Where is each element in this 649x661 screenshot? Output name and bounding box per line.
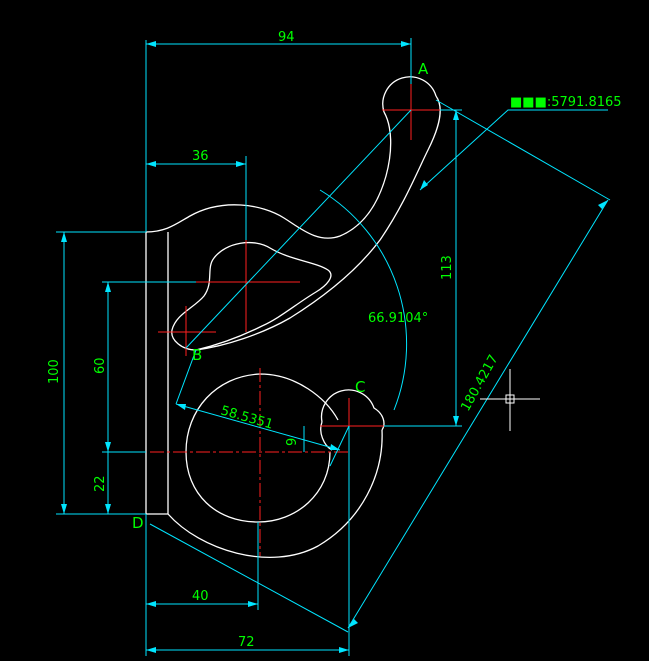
point-c-label: C bbox=[355, 378, 365, 396]
dim-bottom-40: 40 bbox=[192, 589, 209, 604]
dim-height-100: 100 bbox=[47, 359, 62, 384]
hook-inner-loop bbox=[171, 241, 332, 351]
dimension-lines bbox=[56, 38, 611, 656]
shank-lines bbox=[145, 232, 169, 514]
dim-height-22: 22 bbox=[93, 475, 108, 492]
crosshair-cursor-icon bbox=[480, 369, 540, 431]
dim-angle: 66.9104° bbox=[368, 311, 428, 326]
tip-eye-lower bbox=[320, 421, 333, 451]
dim-small-9: 9 bbox=[285, 438, 300, 446]
hook-inner-edge bbox=[145, 111, 392, 239]
dim-width-top: 94 bbox=[278, 30, 295, 45]
hook-lower-curve bbox=[167, 429, 383, 558]
dim-length-58: 58.5351 bbox=[219, 403, 275, 432]
dim-bottom-72: 72 bbox=[238, 635, 255, 650]
leader-label: ■■■:5791.8165 bbox=[510, 95, 622, 110]
point-a-label: A bbox=[418, 60, 429, 78]
eye-top-arc bbox=[382, 76, 437, 113]
dim-offset-36: 36 bbox=[192, 149, 209, 164]
line-ab bbox=[185, 109, 412, 349]
point-d-label: D bbox=[132, 514, 144, 532]
point-b-label: B bbox=[192, 346, 202, 364]
center-mark-upper bbox=[196, 240, 300, 332]
dim-diagonal: 180.4217 bbox=[458, 352, 501, 414]
tip-eye bbox=[320, 389, 385, 431]
dim-height-113: 113 bbox=[440, 255, 455, 280]
hook-lower-inner bbox=[185, 373, 339, 523]
dim-height-60: 60 bbox=[93, 357, 108, 374]
center-mark-lower bbox=[150, 368, 350, 556]
